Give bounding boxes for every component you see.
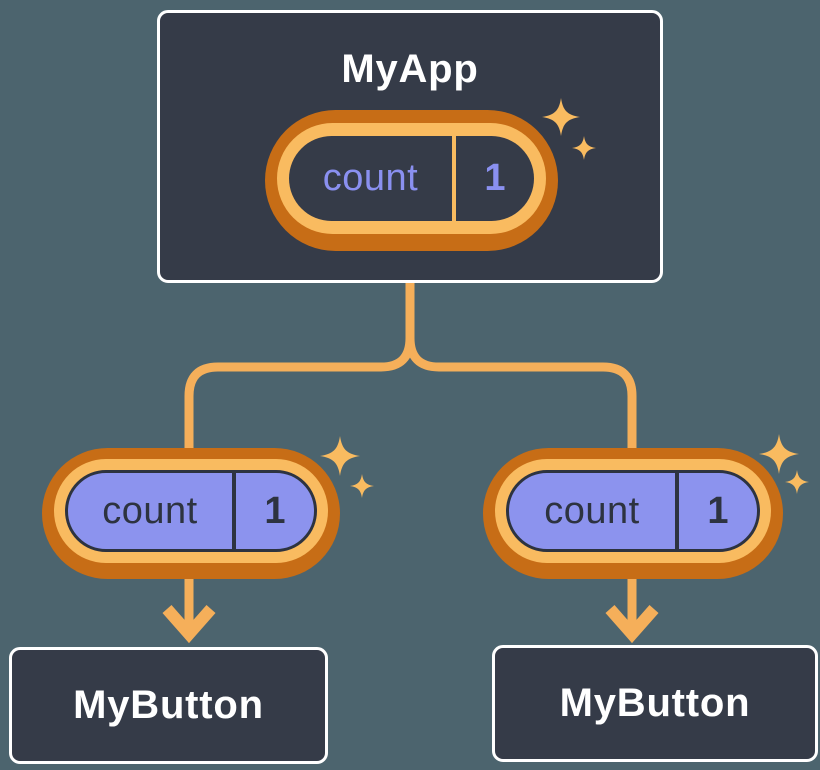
- state-value: 1: [707, 489, 729, 532]
- parent-state-pill: count 1: [265, 110, 558, 251]
- child-component-box: MyButton: [492, 645, 818, 762]
- state-value: 1: [264, 489, 286, 532]
- pill-divider: [452, 136, 456, 221]
- child-component-title: MyButton: [559, 681, 751, 725]
- sparkle-icon: [542, 98, 596, 160]
- state-label: count: [322, 157, 419, 199]
- left-prop-pill: count 1: [42, 448, 340, 579]
- state-label: count: [544, 489, 640, 532]
- arrow-down-icon: [605, 605, 659, 644]
- child-component-title: MyButton: [73, 683, 264, 727]
- arrow-down-icon: [162, 605, 216, 644]
- state-value: 1: [484, 157, 506, 199]
- state-label: count: [102, 489, 198, 532]
- pill-divider: [675, 473, 679, 549]
- child-component-box: MyButton: [9, 647, 328, 764]
- connector-right-branch: [405, 282, 637, 628]
- pill-divider: [232, 473, 236, 549]
- sparkle-icon: [759, 434, 809, 494]
- sparkle-icon: [320, 436, 374, 498]
- right-prop-pill: count 1: [483, 448, 783, 579]
- parent-component-title: MyApp: [341, 47, 479, 91]
